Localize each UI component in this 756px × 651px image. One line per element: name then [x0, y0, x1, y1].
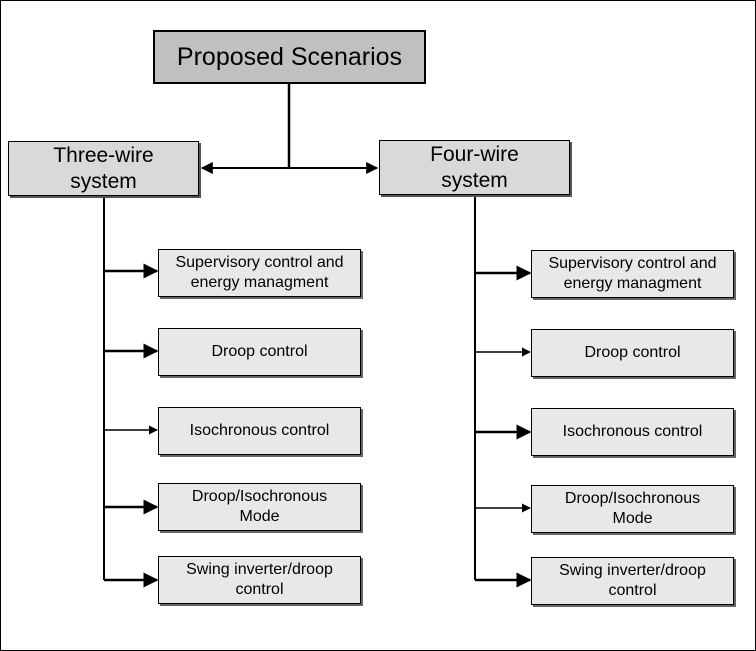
- branch-node-label: Three-wire system: [53, 143, 154, 193]
- leaf-node: Droop/Isochronous Mode: [158, 483, 361, 531]
- leaf-node: Isochronous control: [531, 408, 734, 456]
- leaf-node-label: Droop/Isochronous Mode: [191, 488, 328, 525]
- leaf-node-label: Droop control: [211, 343, 308, 360]
- leaf-node: Supervisory control and energy managment: [531, 250, 734, 298]
- leaf-node-label: Droop/Isochronous Mode: [564, 490, 701, 527]
- leaf-node: Swing inverter/droop control: [531, 557, 734, 605]
- leaf-node: Isochronous control: [158, 407, 361, 455]
- leaf-node: Droop control: [531, 329, 734, 377]
- leaf-node: Supervisory control and energy managment: [158, 249, 361, 297]
- leaf-node-label: Swing inverter/droop control: [559, 562, 706, 599]
- leaf-node-label: Isochronous control: [189, 422, 330, 439]
- leaf-node-label: Isochronous control: [562, 423, 703, 440]
- leaf-node-label: Swing inverter/droop control: [186, 561, 333, 598]
- leaf-node: Swing inverter/droop control: [158, 556, 361, 604]
- leaf-node: Droop/Isochronous Mode: [531, 485, 734, 533]
- leaf-node: Droop control: [158, 328, 361, 376]
- branch-node-label: Four-wire system: [430, 142, 519, 192]
- leaf-node-label: Supervisory control and energy managment: [548, 255, 717, 292]
- leaf-node-label: Droop control: [584, 344, 681, 361]
- root-node: Proposed Scenarios: [153, 30, 426, 84]
- branch-node-three-wire: Three-wire system: [8, 141, 199, 196]
- leaf-node-label: Supervisory control and energy managment: [175, 254, 344, 291]
- root-node-label: Proposed Scenarios: [176, 42, 403, 71]
- branch-node-four-wire: Four-wire system: [379, 140, 570, 195]
